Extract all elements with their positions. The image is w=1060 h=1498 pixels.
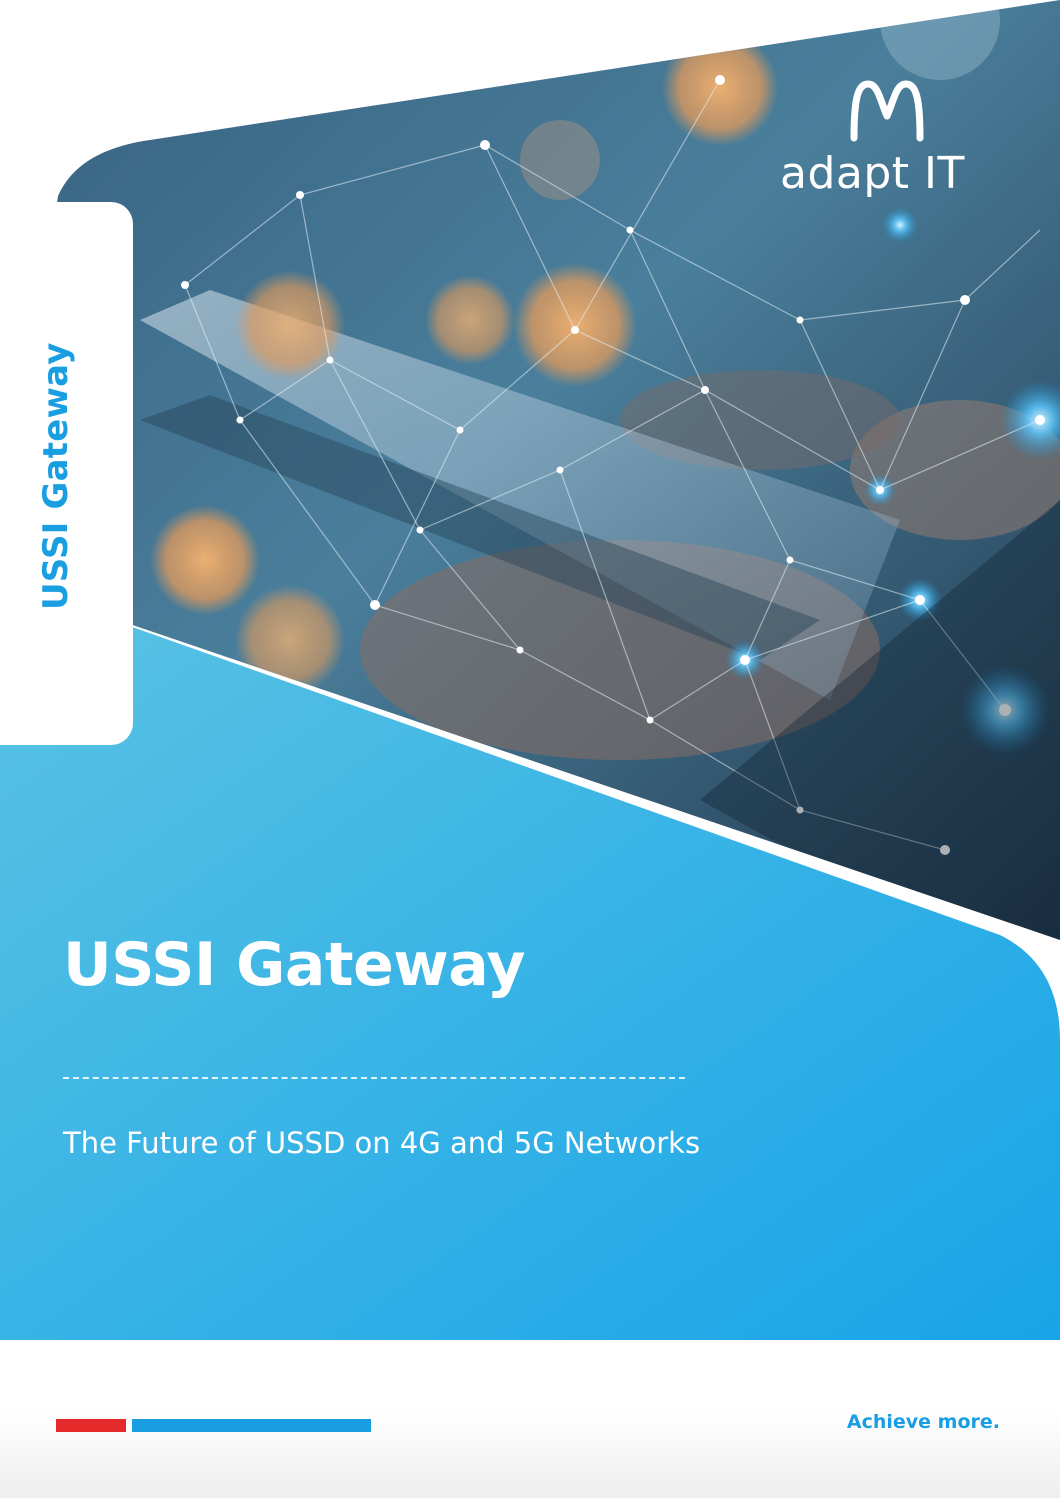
footer-accent-red-bar bbox=[56, 1419, 126, 1432]
adapt-it-logo-icon bbox=[850, 80, 924, 142]
hero-graphic bbox=[0, 0, 1060, 1340]
brand-logo: adapt IT bbox=[780, 78, 990, 208]
side-tab-label: USSI Gateway bbox=[36, 342, 76, 610]
footer-accent-blue-bar bbox=[132, 1419, 371, 1432]
brand-name: adapt IT bbox=[780, 148, 965, 199]
title-divider bbox=[63, 1077, 685, 1079]
page-subtitle: The Future of USSD on 4G and 5G Networks bbox=[63, 1126, 701, 1160]
brand-tagline: Achieve more. bbox=[846, 1411, 1000, 1433]
side-tab bbox=[0, 202, 133, 745]
page-title: USSI Gateway bbox=[63, 930, 525, 1000]
